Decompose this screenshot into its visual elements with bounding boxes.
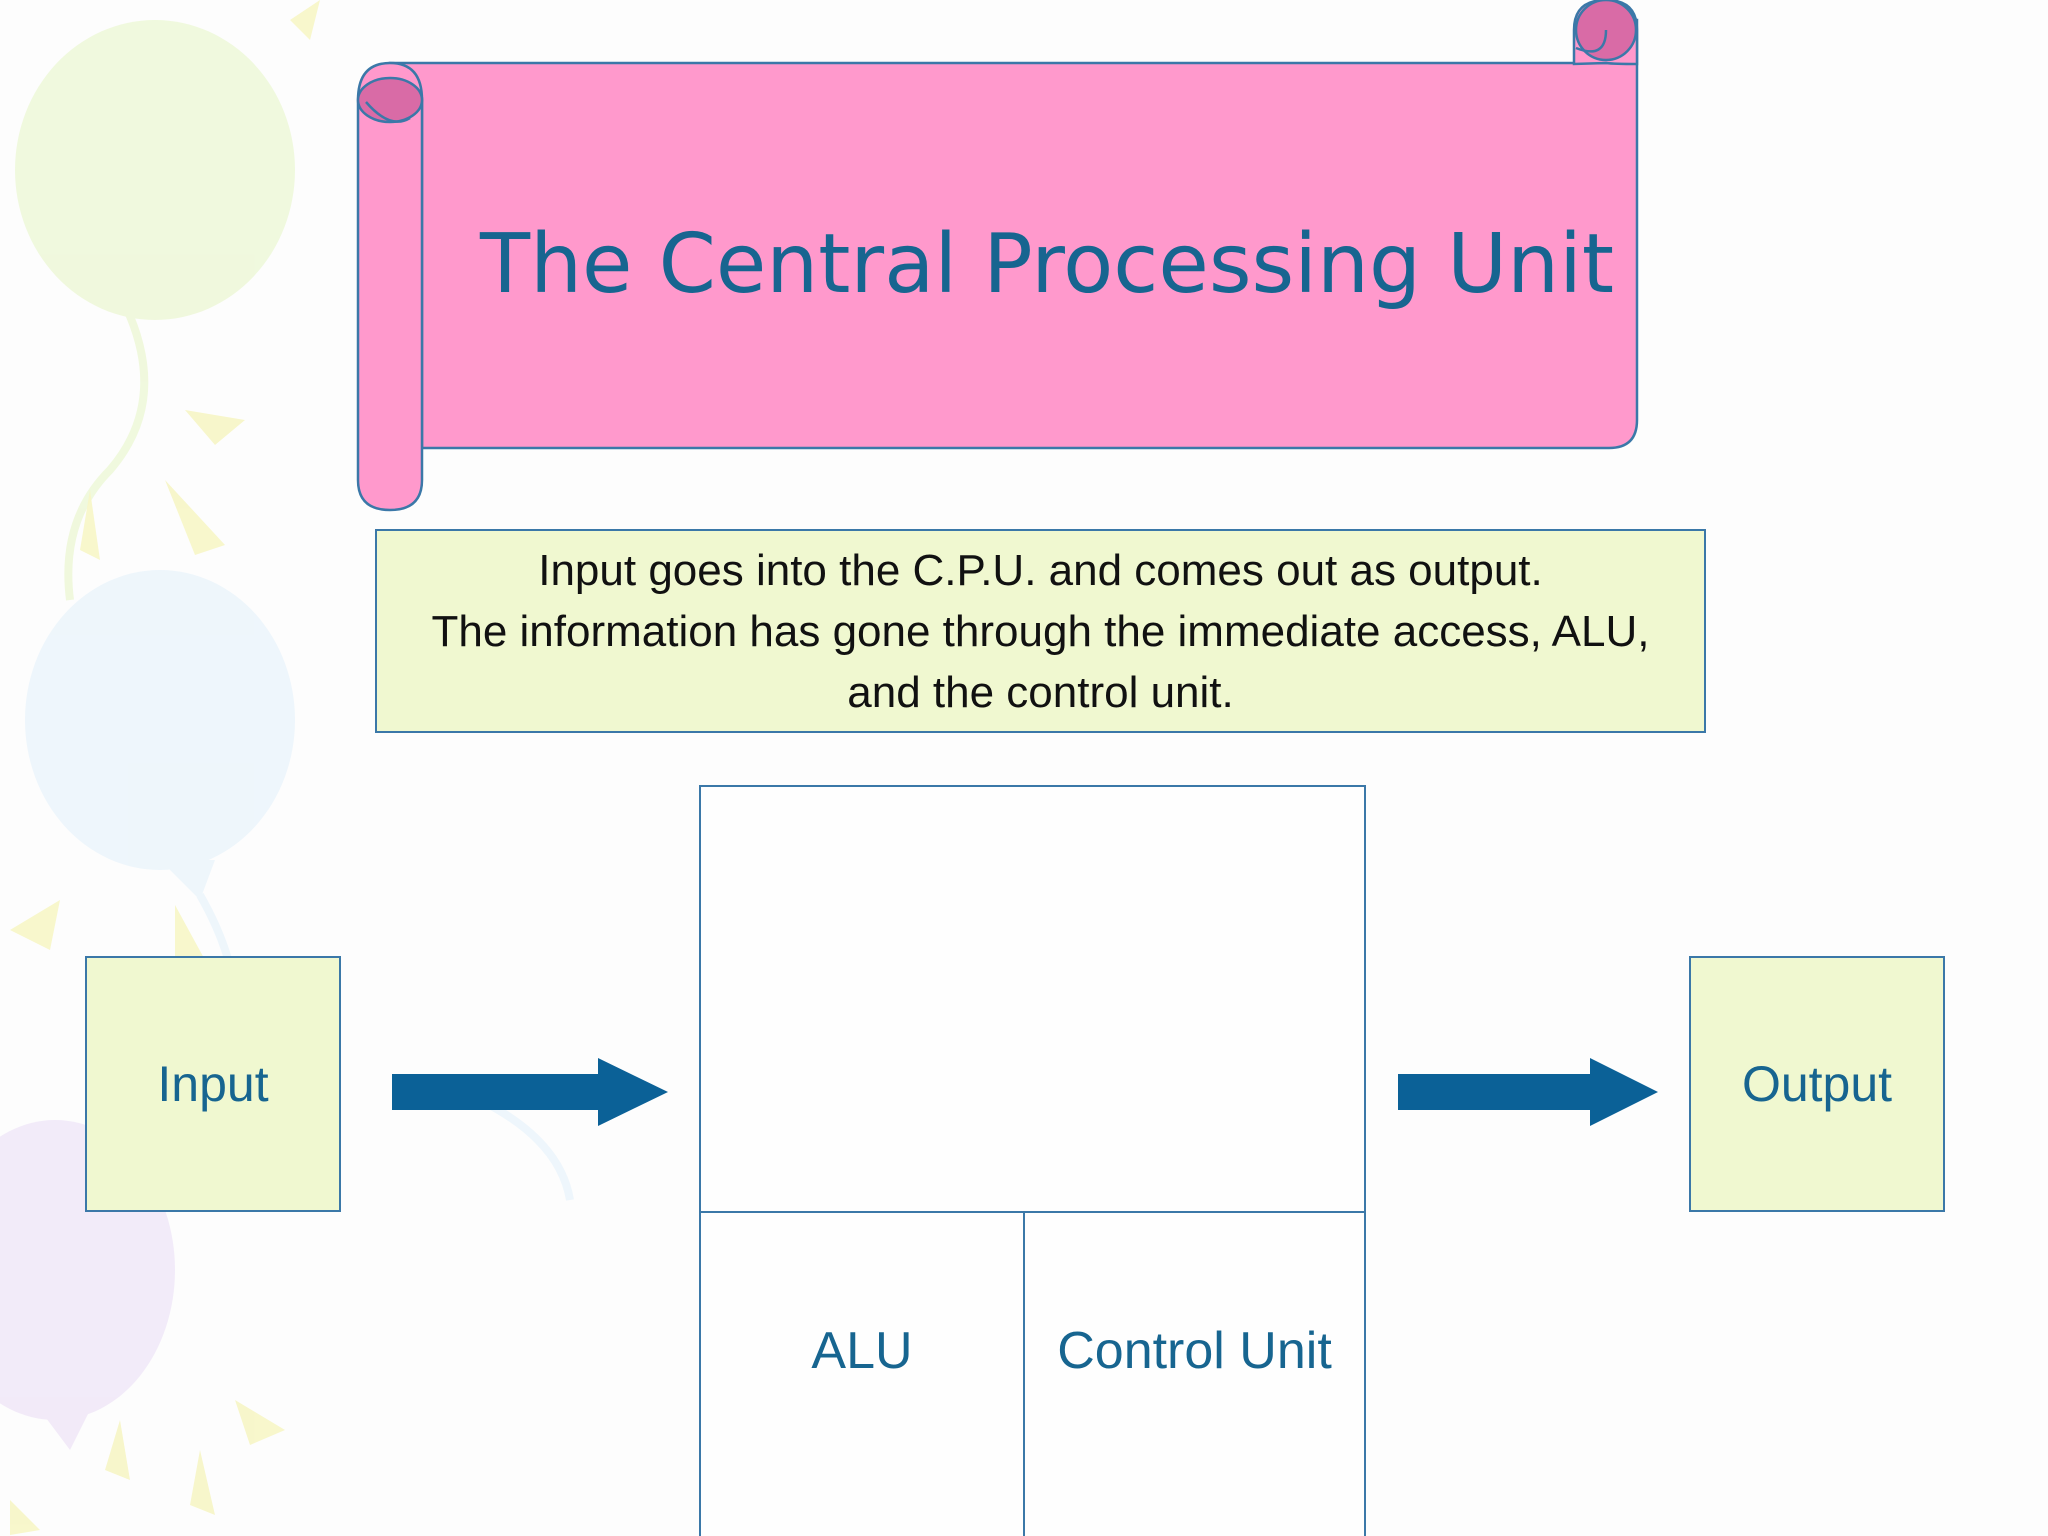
alu-box: ALU xyxy=(699,1211,1025,1536)
input-box: Input xyxy=(85,956,341,1212)
description-box: Input goes into the C.P.U. and comes out… xyxy=(375,529,1706,733)
page-title: The Central Processing Unit xyxy=(480,217,1615,312)
balloon-green-icon xyxy=(15,20,295,320)
description-line-2: The information has gone through the imm… xyxy=(431,606,1650,656)
alu-label: ALU xyxy=(811,1322,913,1380)
balloon-blue-icon xyxy=(25,570,295,870)
description-line-3: and the control unit. xyxy=(847,667,1234,717)
arrow-right-icon xyxy=(1398,1058,1658,1126)
description-line-1: Input goes into the C.P.U. and comes out… xyxy=(538,545,1543,595)
output-label: Output xyxy=(1741,1056,1893,1112)
control-unit-box: Control Unit xyxy=(1023,1211,1366,1536)
output-box: Output xyxy=(1689,956,1945,1212)
input-label: Input xyxy=(157,1056,269,1112)
confetti-decoration xyxy=(10,0,320,1535)
control-unit-label: Control Unit xyxy=(1057,1322,1332,1380)
cpu-immediate-access-box xyxy=(699,785,1366,1213)
arrow-right-icon xyxy=(392,1058,668,1126)
